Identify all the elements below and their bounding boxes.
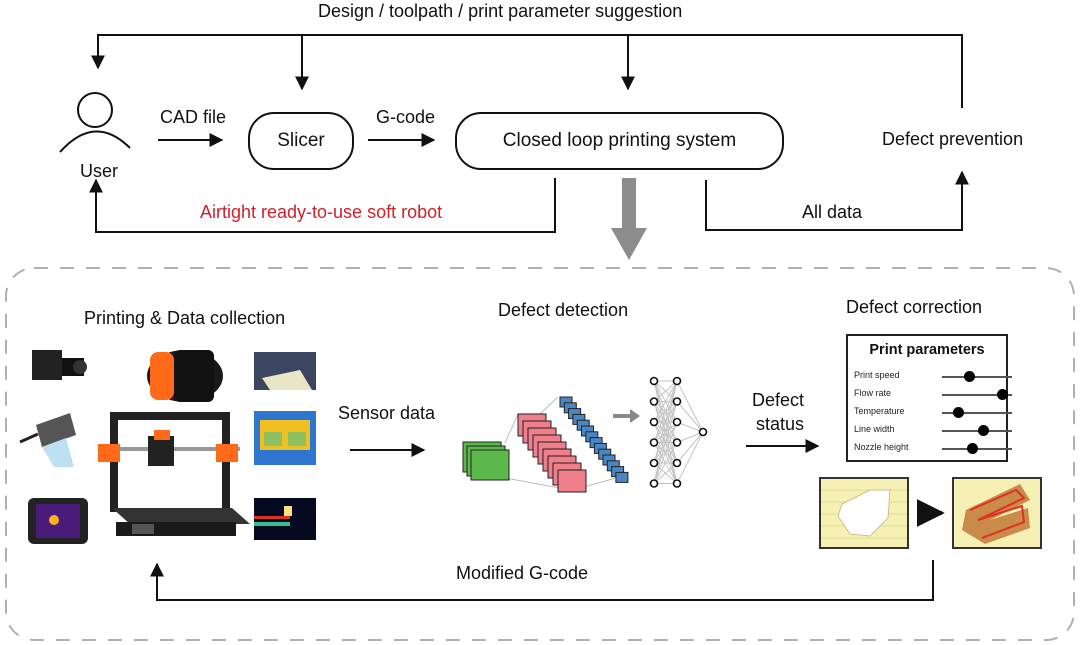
nn-node: [649, 376, 659, 386]
nn-node: [672, 417, 682, 427]
nn-node: [649, 417, 659, 427]
param-slider[interactable]: [942, 443, 1012, 454]
slicer-node: Slicer: [248, 112, 354, 170]
nn-node: [672, 397, 682, 406]
defect-correction-title: Defect correction: [846, 297, 983, 317]
printing-data-collection-title: Printing & Data collection: [84, 308, 286, 328]
param-label: Flow rate: [854, 388, 892, 398]
param-slider-knob[interactable]: [977, 425, 989, 436]
param-slider[interactable]: [942, 371, 1012, 382]
thermal-image: [254, 498, 316, 540]
feature-map-pink: [557, 469, 587, 493]
nn-connection: [539, 396, 559, 415]
modified-gcode-arrow: [150, 560, 934, 601]
nn-connection: [676, 431, 704, 484]
closed-loop-system-node: Closed loop printing system: [455, 112, 784, 170]
output-arrow: [89, 178, 556, 233]
nn-node: [672, 376, 682, 386]
nn-connection: [653, 442, 678, 484]
nn-connection: [653, 380, 678, 443]
laser-scanner-icon: [19, 413, 76, 467]
nn-connection: [676, 421, 704, 433]
defect-status-label-line1: Defect: [752, 390, 805, 410]
feature-map-blue: [615, 471, 629, 483]
param-label: Print speed: [854, 370, 900, 380]
nn-connection: [504, 413, 519, 444]
nn-node: [672, 438, 682, 447]
user-label: User: [80, 161, 119, 181]
nn-connection: [653, 380, 678, 423]
nn-connection: [653, 380, 678, 402]
all-data-arrow: [705, 170, 969, 231]
nn-connection: [653, 462, 678, 484]
modified-gcode-label: Modified G-code: [456, 563, 589, 583]
suggestion-feedback-arrows: [91, 34, 963, 108]
feature-map-green: [470, 449, 510, 481]
nn-node: [649, 397, 659, 406]
user-icon: [59, 92, 131, 153]
gcode-label: G-code: [376, 107, 436, 127]
cnn-diagram: [462, 376, 708, 493]
zoom-in-arrow: [611, 178, 647, 260]
cad-file-label: CAD file: [160, 107, 227, 127]
thermal-camera-icon: [28, 498, 88, 544]
nn-connection: [653, 380, 678, 464]
nn-node: [698, 427, 708, 437]
nn-node: [649, 438, 659, 447]
sensor-data-label: Sensor data: [338, 403, 436, 423]
detail-panel-border: [5, 267, 1075, 641]
slicer-label: Slicer: [277, 130, 325, 151]
defect-void-image: [819, 477, 909, 549]
scan-image: [254, 411, 316, 465]
param-label: Nozzle height: [854, 442, 909, 452]
all-data-label: All data: [802, 202, 863, 222]
camera-image: [254, 352, 316, 390]
nn-connection: [676, 431, 704, 443]
nn-connection: [653, 421, 678, 484]
corrected-infill-image: [952, 477, 1042, 549]
param-slider-knob[interactable]: [963, 371, 975, 382]
nn-connection: [653, 401, 678, 484]
nn-node: [672, 458, 682, 468]
camera-icon: [32, 350, 87, 380]
param-label: Line width: [854, 424, 895, 434]
nn-connection: [504, 477, 561, 489]
nn-connection: [653, 380, 678, 484]
param-slider[interactable]: [942, 407, 1012, 418]
cnn-flow-arrow: [613, 409, 640, 423]
param-slider-knob[interactable]: [953, 407, 965, 418]
nn-node: [649, 458, 659, 468]
closed-loop-system-label: Closed loop printing system: [502, 130, 737, 151]
nn-node: [649, 479, 659, 488]
defect-prevention-label: Defect prevention: [882, 129, 1024, 149]
print-parameters-title: Print parameters: [869, 342, 985, 358]
param-slider[interactable]: [942, 425, 1012, 436]
param-slider-knob[interactable]: [967, 443, 979, 454]
suggestion-label: Design / toolpath / print parameter sugg…: [318, 1, 683, 21]
nn-connection: [676, 431, 704, 464]
nn-node: [672, 479, 682, 488]
defect-status-label-line2: status: [756, 414, 805, 434]
nn-connection: [676, 401, 704, 433]
param-slider-knob[interactable]: [996, 389, 1008, 400]
defect-detection-title: Defect detection: [498, 300, 629, 320]
param-label: Temperature: [854, 406, 905, 416]
soft-robot-output-label: Airtight ready-to-use soft robot: [200, 202, 443, 222]
param-slider[interactable]: [942, 389, 1012, 400]
nn-connection: [676, 380, 704, 433]
3d-printer-icon: [98, 350, 250, 536]
